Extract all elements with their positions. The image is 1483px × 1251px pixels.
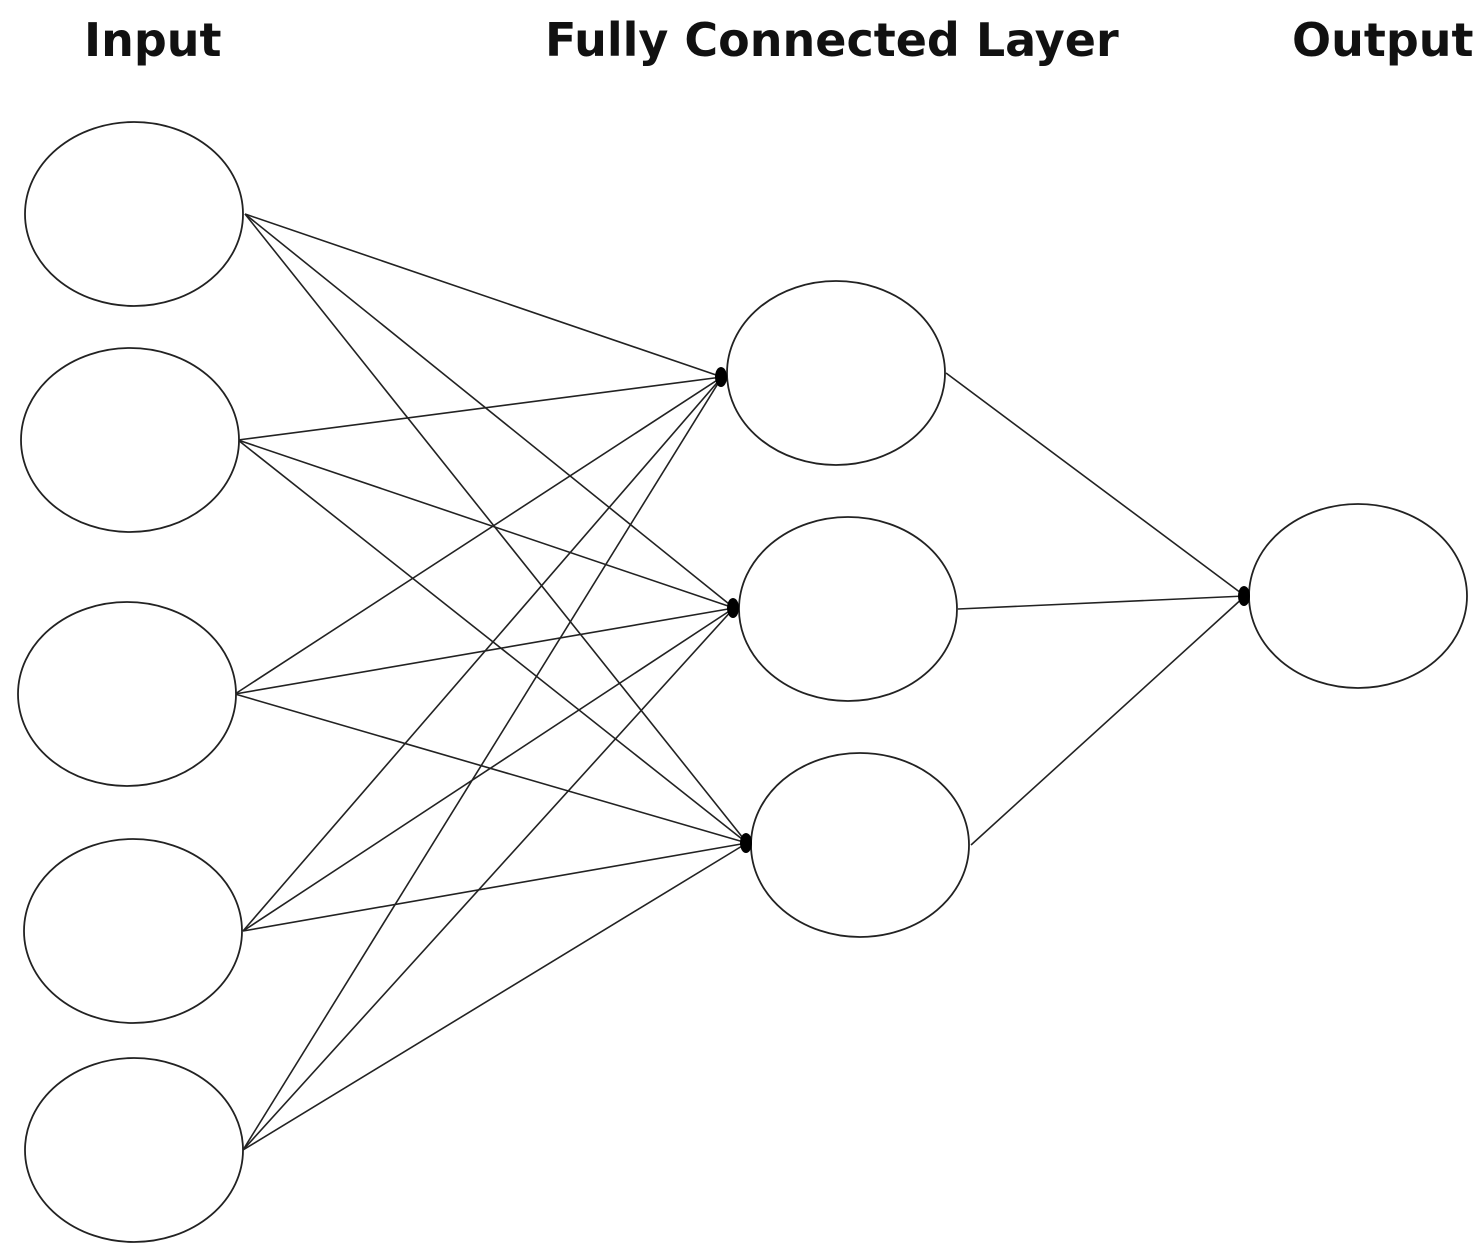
connection-input4-hidden3	[242, 842, 748, 932]
input-node-3	[17, 601, 237, 787]
connection-hidden2-output1	[957, 595, 1246, 610]
input-node-4	[23, 838, 243, 1024]
connection-input4-hidden2	[242, 607, 735, 932]
hidden-node-2	[738, 516, 958, 702]
connection-input4-hidden1	[242, 376, 723, 932]
connections	[234, 213, 1246, 1151]
arrowhead-hidden-3	[740, 833, 752, 853]
input-node-2	[20, 347, 240, 533]
input-layer-label: Input	[84, 13, 222, 67]
connection-input1-hidden2	[244, 213, 735, 609]
connection-hidden3-output1	[970, 595, 1246, 846]
connection-hidden1-output1	[945, 372, 1246, 597]
connection-input5-hidden3	[242, 842, 748, 1151]
nodes	[17, 121, 1468, 1243]
connection-input2-hidden2	[237, 439, 735, 609]
hidden-node-1	[726, 280, 946, 466]
connection-input3-hidden1	[234, 376, 723, 695]
arrowhead-hidden-2	[727, 598, 739, 618]
arrowhead-hidden-1	[715, 367, 727, 387]
connection-input5-hidden2	[242, 607, 735, 1151]
output-node-1	[1248, 503, 1468, 689]
input-node-1	[24, 121, 244, 307]
arrowheads	[715, 367, 1250, 853]
connection-input1-hidden3	[244, 213, 748, 844]
input-node-5	[24, 1057, 244, 1243]
hidden-layer-label: Fully Connected Layer	[545, 13, 1119, 67]
connection-input5-hidden1	[242, 376, 723, 1151]
connection-input1-hidden1	[244, 213, 723, 378]
connection-input2-hidden1	[237, 376, 723, 441]
hidden-node-3	[750, 752, 970, 938]
arrowhead-output-1	[1238, 586, 1250, 606]
output-layer-label: Output	[1292, 13, 1474, 67]
